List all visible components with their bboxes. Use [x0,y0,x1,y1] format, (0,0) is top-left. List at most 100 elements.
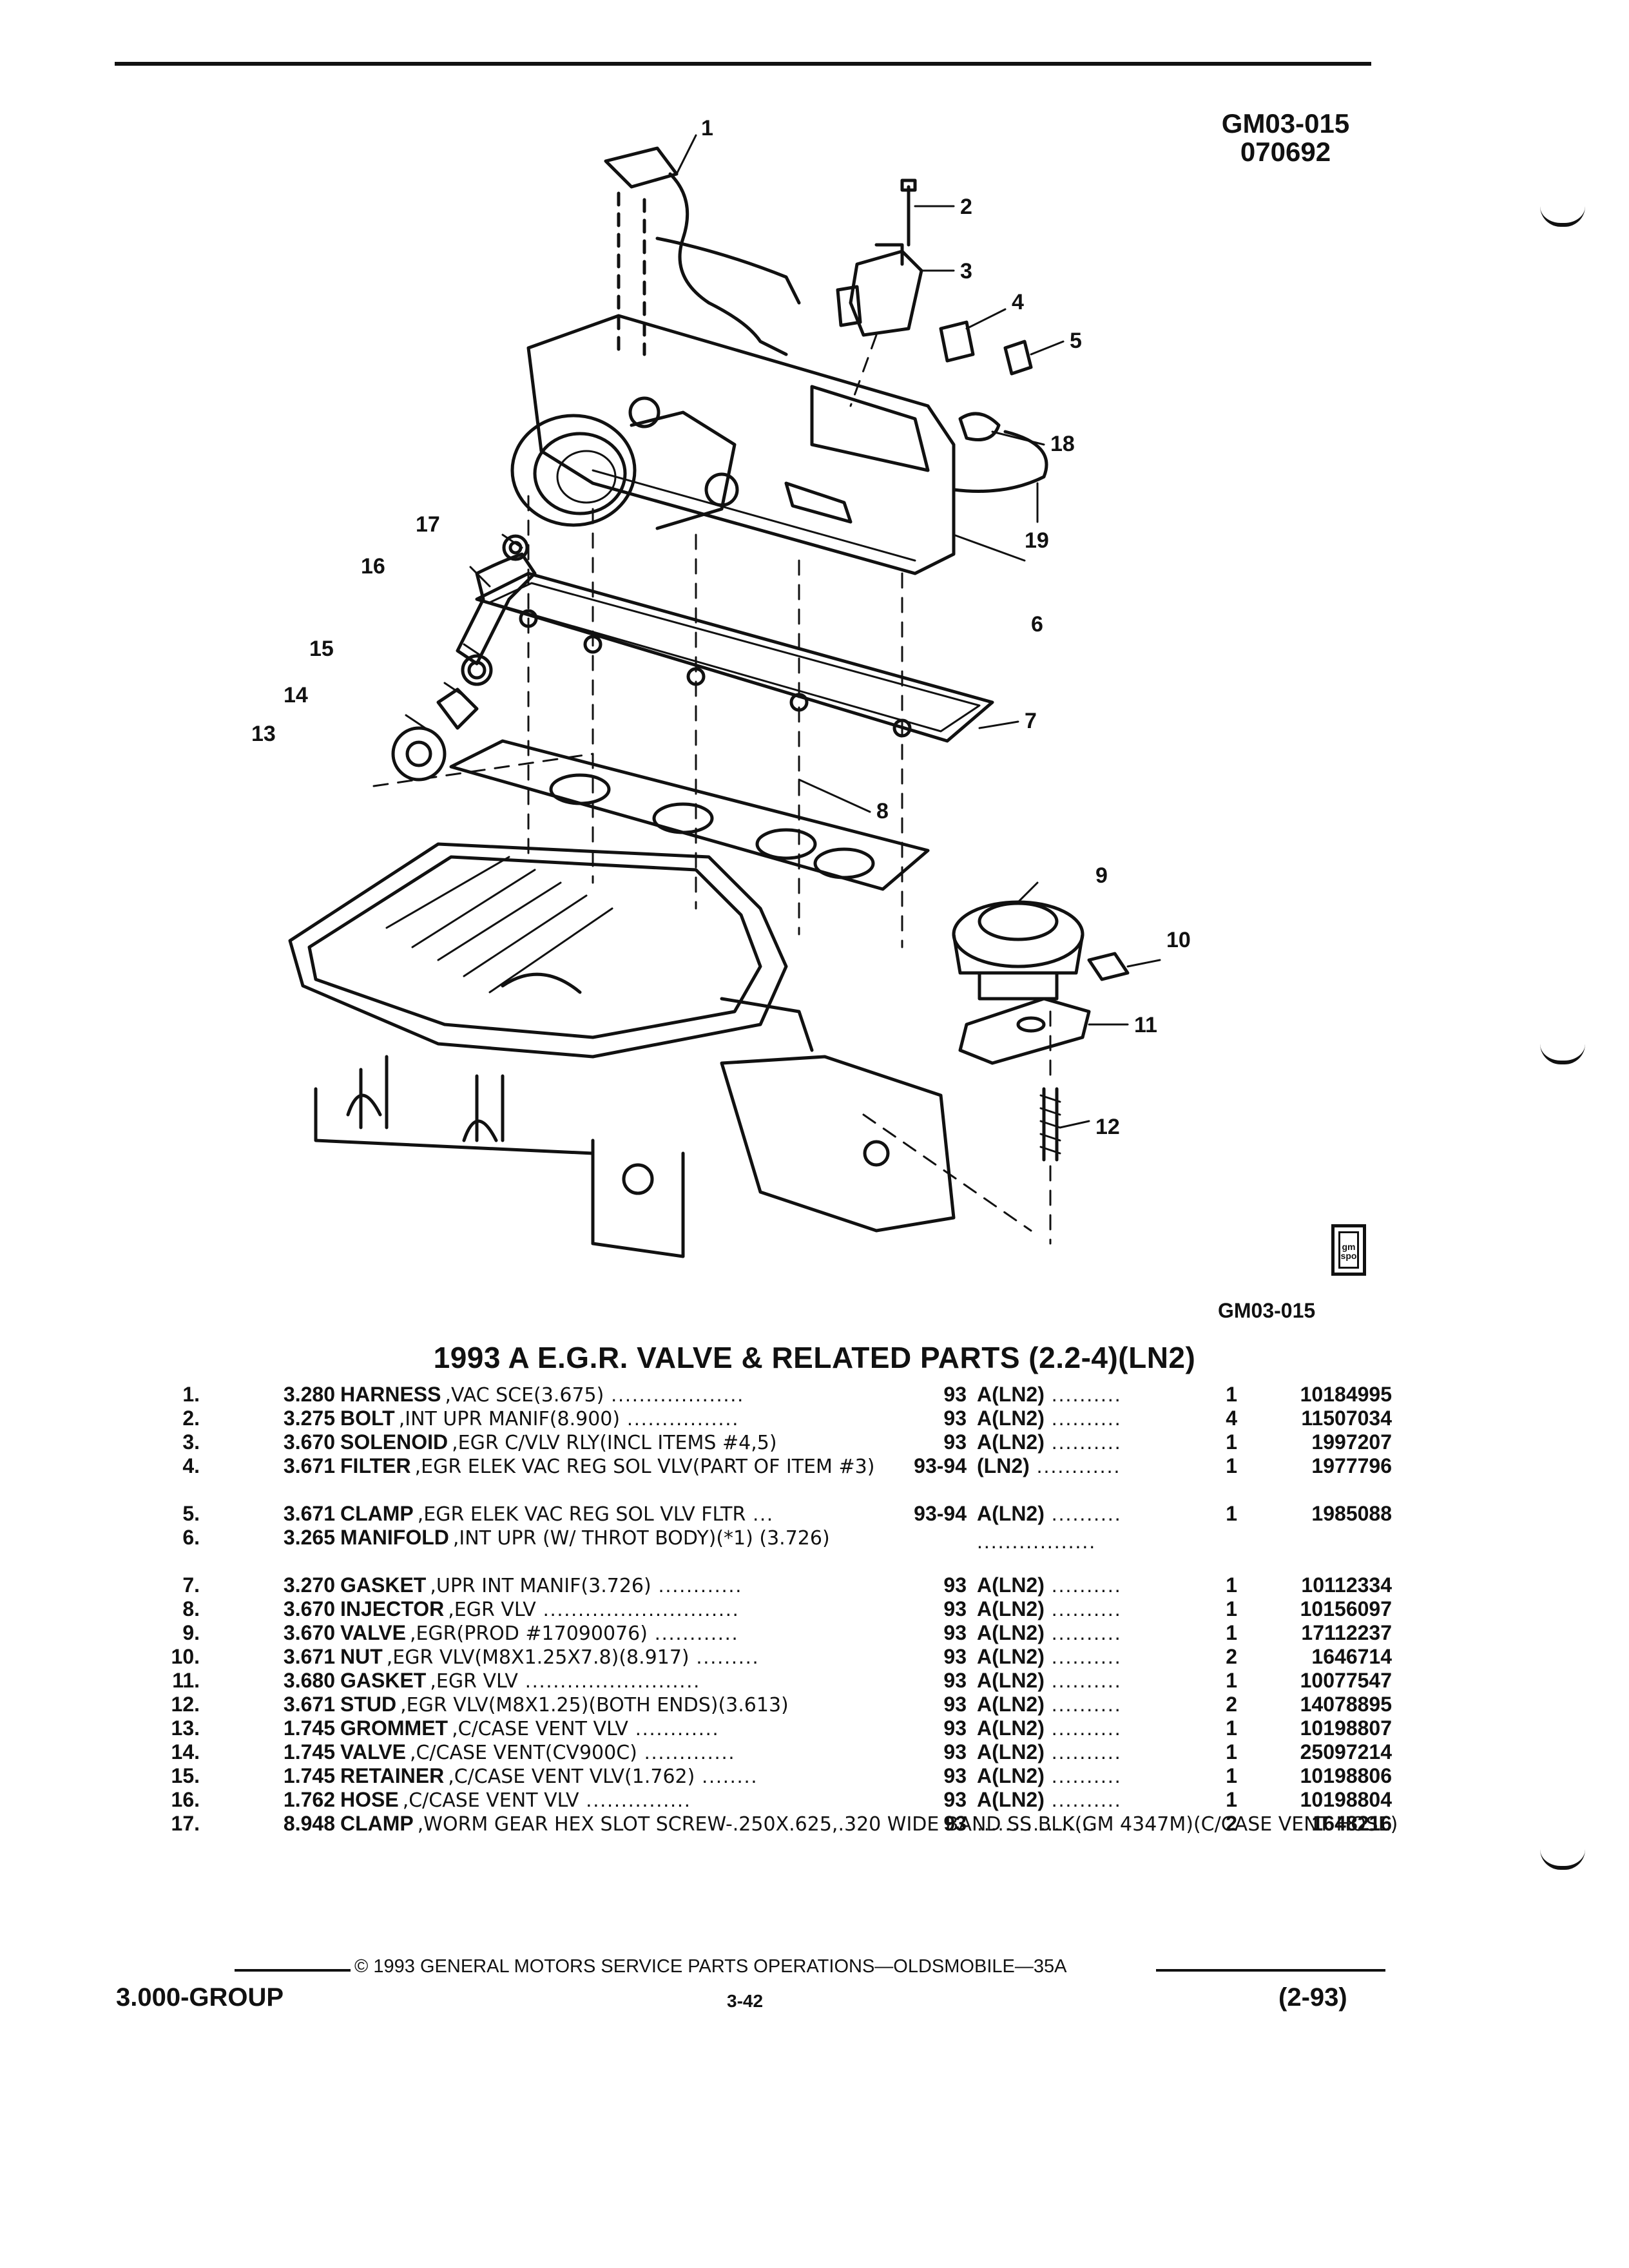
figure-date-code: 070692 [1240,137,1331,167]
leader-dots: ............ [647,1621,739,1644]
part-quantity: 1 [1226,1621,1237,1644]
part-number: 10184995 [1300,1383,1392,1406]
part-engine-code: A(LN2) [977,1383,1045,1406]
leader-dots: .......... [1044,1597,1122,1620]
callout-8: 8 [876,799,889,823]
part-number: 10198807 [1300,1716,1392,1740]
binding-mark [1540,1044,1585,1064]
part-name: BOLT [340,1407,395,1430]
part-engine-code: A(LN2) [977,1502,1045,1525]
part-group-number: 3.670 [283,1621,335,1644]
leader-dots: ................ [620,1407,740,1430]
part-spec: ,EGR ELEK VAC REG SOL VLV FLTR [417,1503,746,1526]
part-quantity: 1 [1226,1454,1237,1477]
part-quantity: 2 [1226,1645,1237,1668]
gm-spo-logo: gm spo [1331,1224,1366,1276]
gm-spo-logo-text: gm spo [1338,1231,1359,1269]
leader-dots: ... [746,1502,774,1525]
part-spec: ,C/CASE VENT VLV(1.762) [448,1765,695,1788]
binding-mark [1540,206,1585,227]
leader-dots: .......... [1044,1669,1122,1692]
part-application: A(LN2) .......... [977,1573,1190,1597]
part-spec: ,EGR(PROD #17090076) [409,1622,648,1645]
leader-dots: ................. [977,1529,1097,1553]
leader-dots: ......................... [517,1669,701,1692]
part-quantity: 1 [1226,1764,1237,1787]
part-name: GROMMET [340,1716,448,1740]
part-number: 1646714 [1311,1645,1392,1668]
part-application: A(LN2) .......... [977,1740,1190,1764]
part-model-year: 93-94 [914,1454,967,1477]
part-quantity: 2 [1226,1693,1237,1716]
part-application: ................. [977,1812,1190,1836]
part-name: HOSE [340,1788,399,1811]
part-group-number: 3.275 [283,1407,335,1430]
part-description: RETAINER,C/CASE VENT VLV(1.762) ........ [340,1764,1017,1789]
part-description: HARNESS,VAC SCE(3.675) .................… [340,1383,1017,1407]
part-spec: ,C/CASE VENT VLV [402,1789,579,1812]
part-quantity: 1 [1226,1430,1237,1454]
part-group-number: 3.280 [283,1383,335,1406]
part-description: VALVE,EGR(PROD #17090076) ............ [340,1621,1017,1646]
part-model-year: 93 [943,1669,967,1692]
part-item-number: 7. [182,1573,200,1597]
leader-dots: .......... [1044,1788,1122,1811]
part-model-year: 93 [943,1740,967,1763]
leader-dots: .......... [1044,1716,1122,1740]
leader-dots: ................. [977,1812,1097,1835]
part-spec: ,EGR VLV(M8X1.25X7.8)(8.917) [386,1646,689,1669]
page-title: 1993 A E.G.R. VALVE & RELATED PARTS (2.2… [433,1341,1196,1374]
part-model-year: 93 [943,1407,967,1430]
part-quantity: 4 [1226,1407,1237,1430]
part-name: FILTER [340,1454,411,1477]
part-group-number: 3.265 [283,1526,335,1549]
footer-rule-left [235,1969,351,1972]
part-item-number: 3. [182,1430,200,1454]
part-item-number: 4. [182,1454,200,1477]
part-item-number: 9. [182,1621,200,1644]
part-name: CLAMP [340,1812,414,1835]
callout-14: 14 [284,683,308,707]
leader-dots: ............ [1029,1454,1121,1477]
part-item-number: 17. [171,1812,200,1835]
part-group-number: 1.745 [283,1740,335,1763]
part-application: A(LN2) .......... [977,1693,1190,1716]
part-description: STUD,EGR VLV(M8X1.25)(BOTH ENDS)(3.613) [340,1693,1017,1717]
part-name: NUT [340,1645,383,1668]
header-rule [115,62,1371,66]
part-name: STUD [340,1693,397,1716]
leader-dots: .......... [1044,1502,1122,1525]
leader-dots: .......... [1044,1693,1122,1716]
part-group-number: 3.671 [283,1502,335,1525]
part-quantity: 1 [1226,1383,1237,1406]
leader-dots: .......... [1044,1430,1122,1454]
part-spec: ,C/CASE VENT VLV [452,1718,628,1740]
part-spec: ,EGR VLV(M8X1.25)(BOTH ENDS)(3.613) [400,1694,789,1716]
part-model-year: 93 [943,1788,967,1811]
part-item-number: 10. [171,1645,200,1668]
part-description: VALVE,C/CASE VENT(CV900C) ............. [340,1740,1017,1765]
leader-dots: ......... [689,1645,760,1668]
callout-1: 1 [701,116,713,140]
part-group-number: 1.762 [283,1788,335,1811]
part-spec: ,EGR VLV [430,1670,518,1693]
part-engine-code: A(LN2) [977,1669,1045,1692]
part-model-year: 93 [943,1716,967,1740]
part-model-year: 93-94 [914,1502,967,1525]
leader-dots: ................... [604,1383,745,1406]
callout-10: 10 [1166,928,1191,952]
leader-dots: .......... [1044,1764,1122,1787]
part-name: GASKET [340,1669,427,1692]
part-number: 1977796 [1311,1454,1392,1477]
part-group-number: 3.671 [283,1454,335,1477]
part-model-year: 93 [943,1430,967,1454]
part-application: (LN2) ............ [977,1454,1190,1478]
